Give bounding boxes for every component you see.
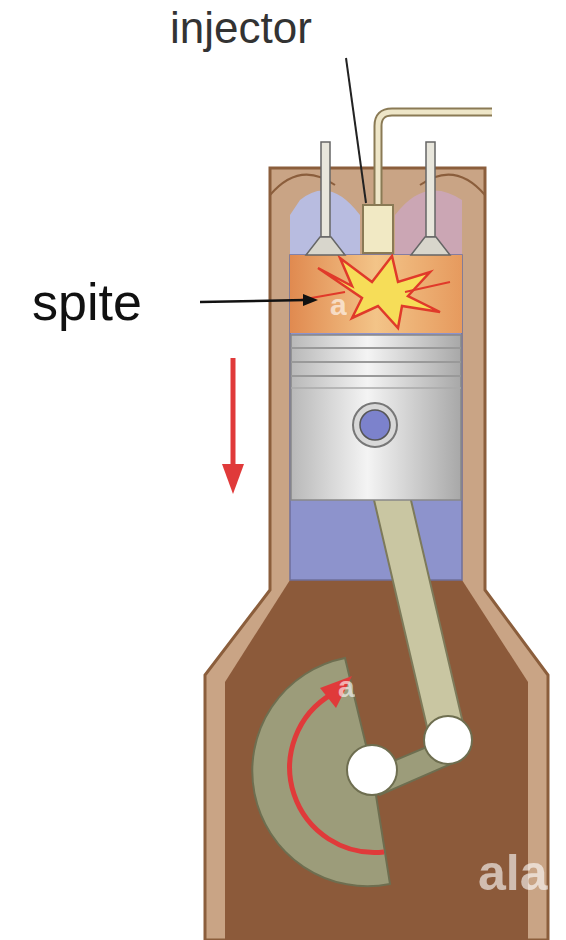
part-label: spite xyxy=(32,276,142,328)
crank-journal xyxy=(347,745,397,795)
arrowhead xyxy=(303,294,318,306)
engine-housing xyxy=(205,168,548,940)
big-end xyxy=(424,716,472,764)
watermark: a xyxy=(330,290,347,320)
part-label: injector xyxy=(170,6,312,50)
explosion xyxy=(318,256,440,328)
combustion-chamber xyxy=(290,255,462,333)
leader-line xyxy=(346,58,366,203)
fuel-pipe xyxy=(378,112,492,208)
watermark: a xyxy=(338,672,355,702)
cylinder-bore xyxy=(290,255,462,580)
motion-arrows xyxy=(222,358,384,853)
watermark: ala xyxy=(478,848,548,898)
leader-arrow xyxy=(200,300,306,302)
injector-body xyxy=(363,205,393,253)
piston xyxy=(291,335,461,500)
